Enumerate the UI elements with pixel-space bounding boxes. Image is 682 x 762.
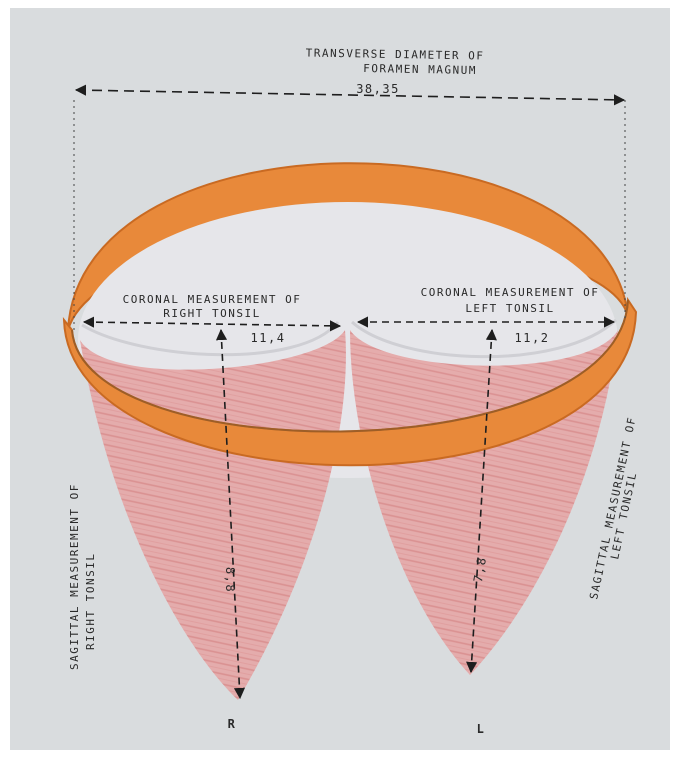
transverse-value: 38,35 bbox=[356, 82, 400, 96]
left-side-letter: L bbox=[477, 722, 486, 736]
left-coronal-label-line2: LEFT TONSIL bbox=[465, 302, 554, 315]
right-coronal-value: 11,4 bbox=[251, 331, 286, 345]
right-sagittal-label-line2: RIGHT TONSIL bbox=[84, 553, 97, 650]
right-sagittal-label-line1: SAGITTAL MEASUREMENT OF bbox=[68, 483, 81, 670]
right-coronal-label-line1: CORONAL MEASUREMENT OF bbox=[123, 293, 302, 306]
right-coronal-label-line2: RIGHT TONSIL bbox=[163, 307, 260, 320]
left-coronal-value: 11,2 bbox=[515, 331, 550, 345]
left-coronal-label-line1: CORONAL MEASUREMENT OF bbox=[421, 286, 600, 299]
right-side-letter: R bbox=[228, 717, 237, 731]
right-sagittal-value: 8,8 bbox=[223, 567, 237, 593]
transverse-label-line2: FORAMEN MAGNUM bbox=[363, 62, 477, 77]
